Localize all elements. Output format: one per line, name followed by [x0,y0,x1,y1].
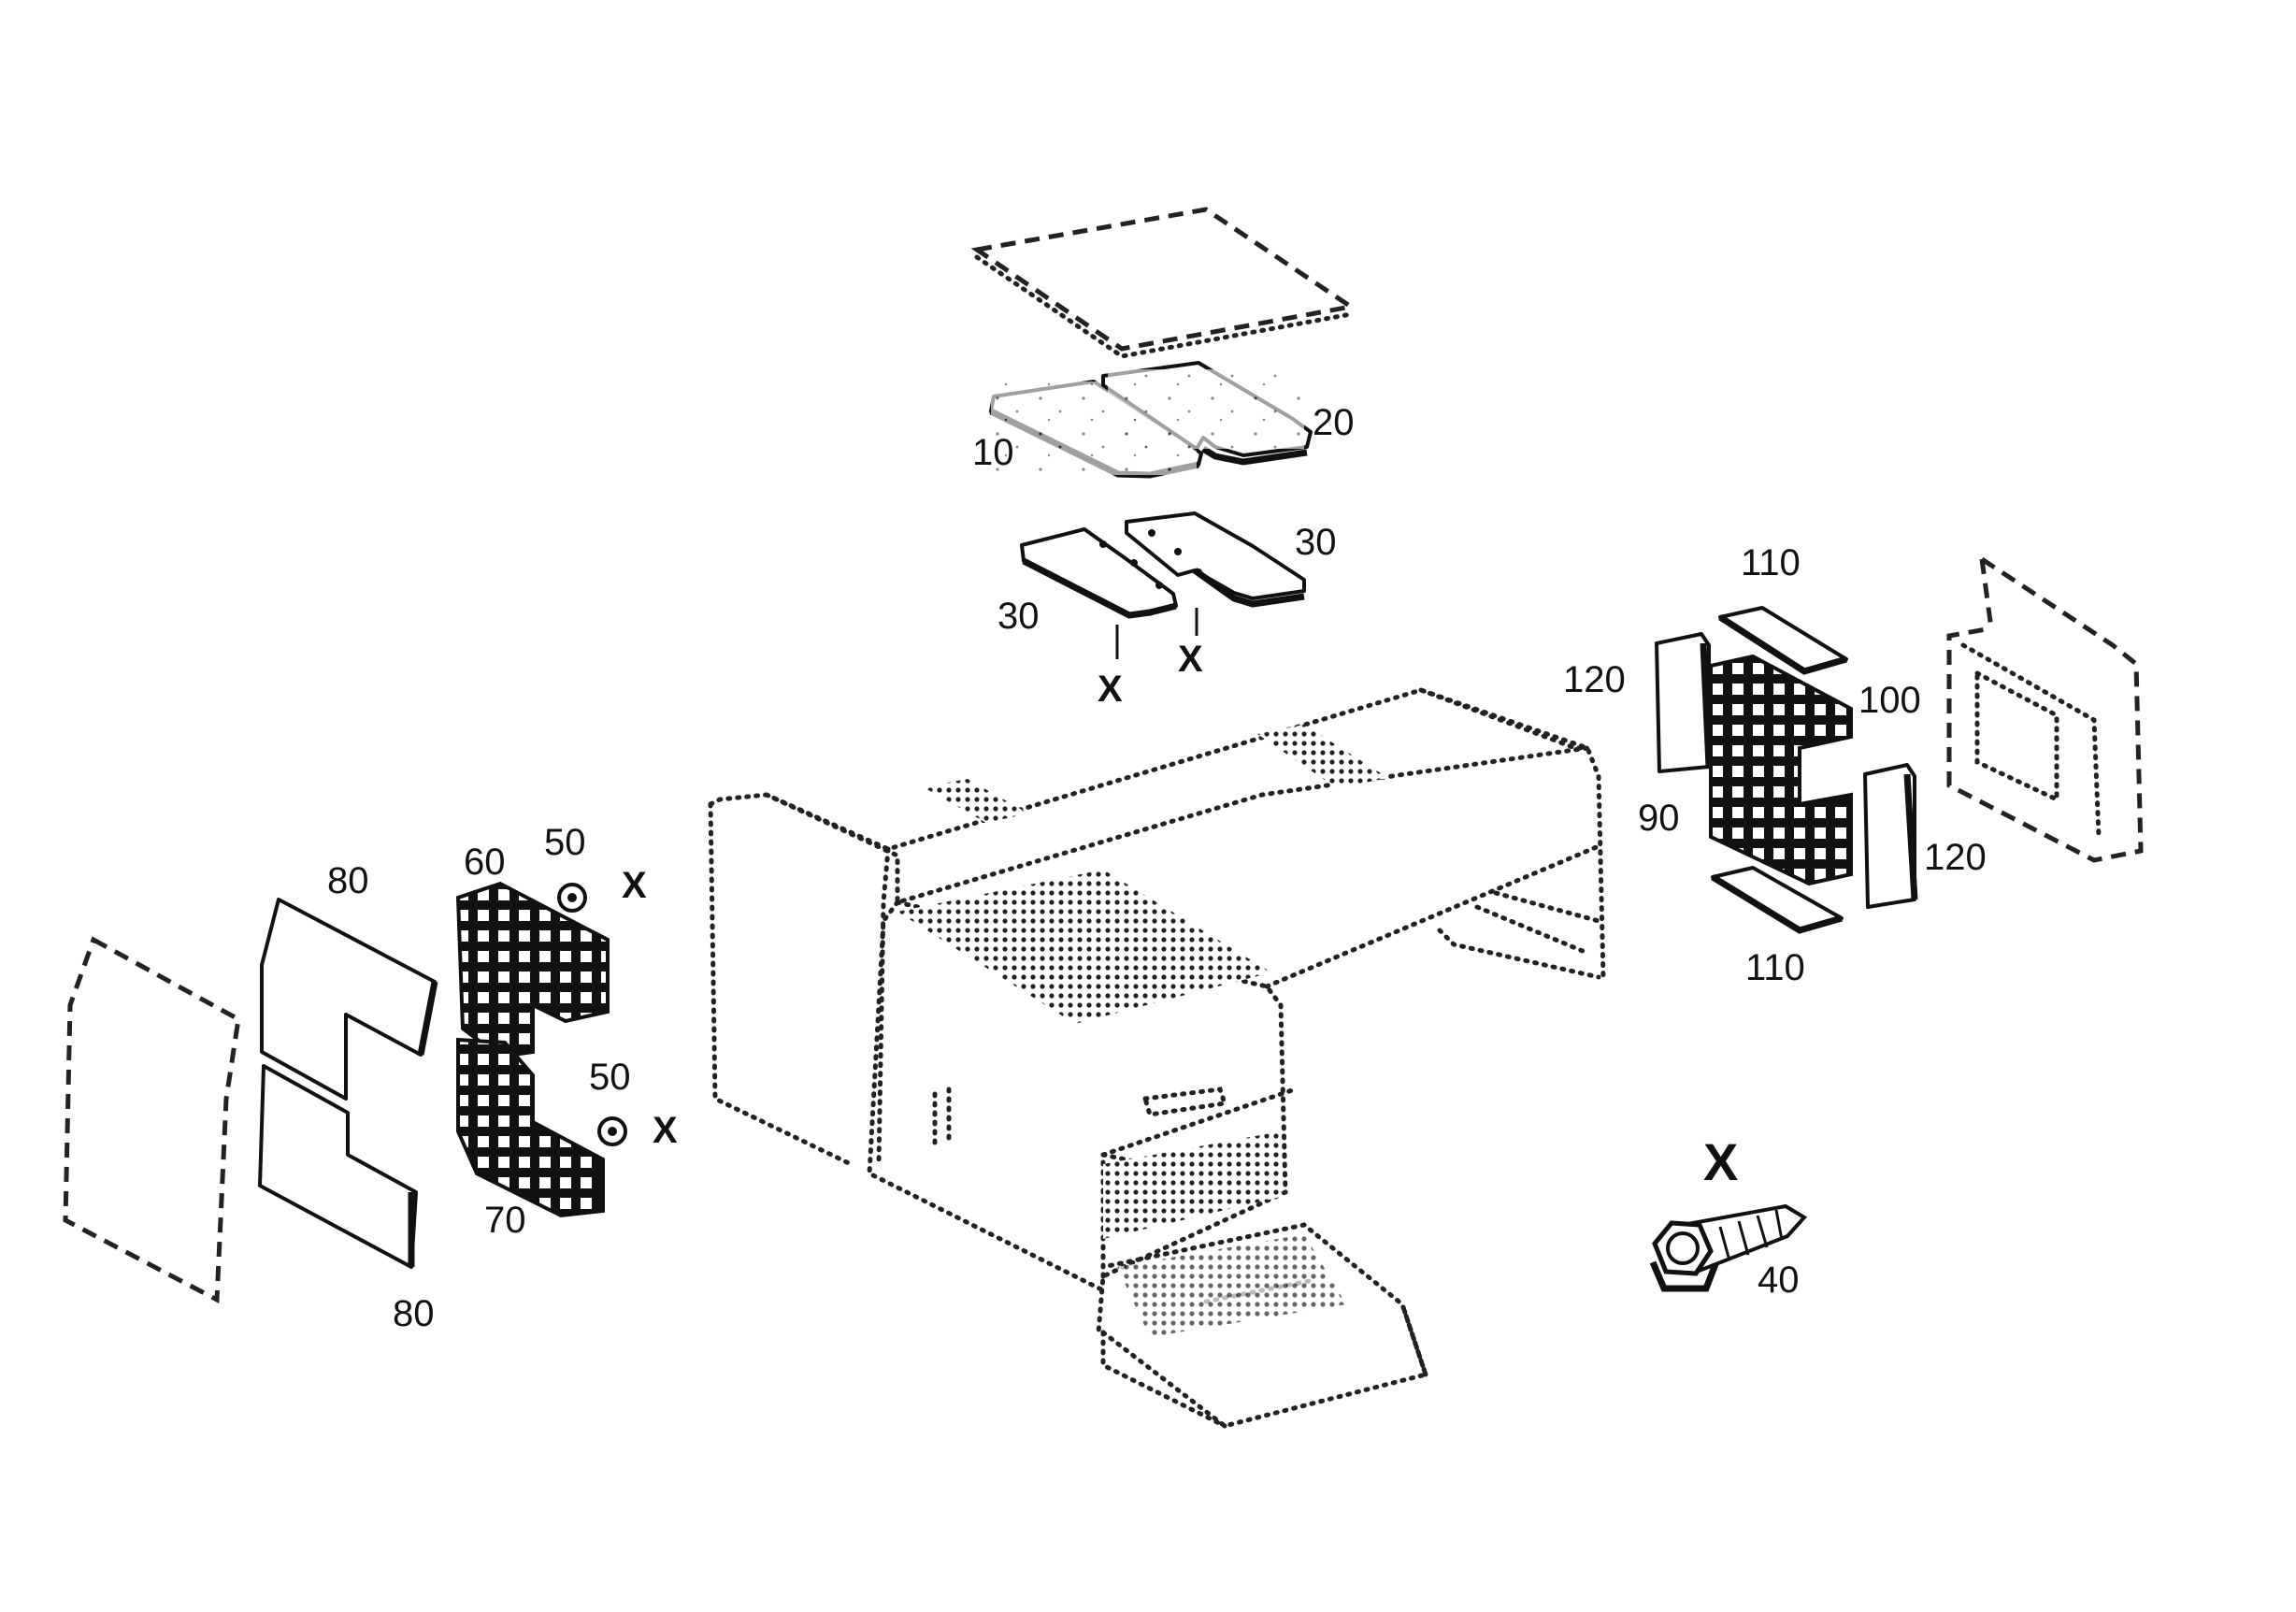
callout-120-left: 120 [1563,659,1626,700]
right-side-panel [1946,556,2144,863]
hood-roof-vent-right [1257,725,1388,788]
callout-90: 90 [1638,798,1680,839]
callout-x-lower-washer: X [653,1110,678,1151]
part-50-lower-washer [597,1116,627,1146]
part-110-bottom-strip [1711,866,1844,934]
callout-x-right-plate: X [1178,639,1203,680]
callout-110-bottom: 110 [1745,947,1805,988]
part-30-right-plate [1125,511,1306,608]
part-80-lower-plate [258,1064,418,1269]
part-20-insulation-mat [1101,361,1313,466]
hood-front-grille [1103,1131,1281,1239]
hood-top-grille [897,870,1271,1024]
part-90-100-mesh-box [1709,654,1853,886]
callout-110-top: 110 [1741,542,1801,583]
callout-70: 70 [484,1200,526,1241]
callout-labels: 10 20 30 30 X X 110 110 120 120 100 90 8… [327,402,1987,1334]
callout-10: 10 [972,432,1014,473]
callout-x-left-plate: X [1098,669,1123,710]
part-50-upper-washer [557,883,587,913]
part-70-lower-mesh [456,1037,605,1218]
part-60-upper-mesh [455,881,610,1059]
callout-30-left: 30 [997,596,1040,637]
callout-x-upper-washer: X [622,865,647,906]
callout-50-top: 50 [544,822,586,863]
hood-lower-grille [1117,1234,1346,1337]
part-120-right-plate [1863,763,1918,909]
top-roof-panel [970,207,1357,359]
part-80-upper-plate [260,898,438,1101]
callout-x-screw: X [1703,1132,1738,1191]
callout-30-right: 30 [1295,522,1337,563]
part-120-left-plate [1655,632,1713,773]
callout-40: 40 [1758,1259,1800,1301]
callout-50-bottom: 50 [589,1057,631,1098]
callout-80-bottom: 80 [393,1293,435,1334]
callout-120-right: 120 [1924,837,1987,878]
callout-80-top: 80 [327,860,369,901]
part-110-top-strip [1718,606,1848,675]
hood-roof-vent-left [924,779,1028,823]
callout-60: 60 [464,842,506,883]
part-30-left-plate [1020,527,1178,619]
left-side-door [63,936,241,1304]
part-40-self-tapping-screw [1649,1203,1808,1292]
callout-100: 100 [1858,680,1921,721]
callout-20: 20 [1313,402,1355,443]
